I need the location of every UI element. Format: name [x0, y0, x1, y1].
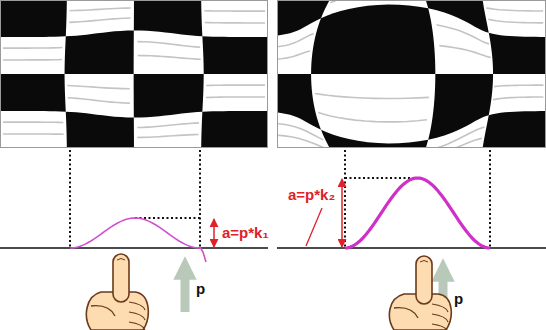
grid-stripe [67, 86, 129, 89]
black-square [201, 111, 268, 148]
grid-stripe [69, 18, 130, 22]
grid-stripe [277, 33, 314, 46]
guide-line [344, 150, 346, 247]
grid-stripe [3, 59, 62, 61]
force-label: p [196, 280, 205, 298]
grid-stripe [138, 42, 201, 48]
leader-line [306, 208, 322, 246]
grid-stripe [137, 134, 198, 137]
black-square [0, 0, 67, 37]
black-square [0, 74, 66, 112]
force-arrow [181, 268, 190, 312]
grid-stripe [277, 124, 323, 140]
grid-stripe [206, 96, 265, 98]
black-square [428, 74, 493, 140]
guide-line [345, 177, 418, 179]
grid-stripe [488, 19, 543, 23]
grid-stripe [493, 97, 543, 100]
grid-stripe [437, 25, 490, 44]
grid-stripe [425, 138, 482, 148]
deformation-curve [200, 247, 206, 262]
baseline [277, 247, 546, 249]
grid-stripe [278, 135, 329, 148]
black-square [482, 111, 546, 148]
grid-stripe [3, 133, 64, 135]
deformation-curve [70, 218, 200, 248]
guide-line [199, 150, 201, 247]
guide-line [135, 217, 200, 219]
grid-stripe [318, 112, 427, 121]
grid-stripe [138, 55, 201, 59]
force-label: p [454, 290, 463, 308]
grid-stripe [494, 85, 543, 86]
grid-stripe [3, 47, 63, 49]
grid-stripe [3, 121, 63, 123]
grid-stripe [70, 8, 131, 11]
grid-stripe [205, 22, 265, 24]
grid-stripe [315, 93, 429, 98]
grid-stripe [429, 127, 485, 148]
black-square [321, 130, 428, 148]
grid-stripe [439, 46, 490, 58]
grid-stripe [204, 10, 265, 12]
black-square [489, 33, 546, 74]
black-square [311, 5, 435, 74]
black-square [277, 74, 321, 130]
baseline [0, 247, 268, 249]
grid-stripe [206, 84, 265, 86]
black-square [65, 30, 134, 74]
amplitude-arrow [213, 219, 215, 247]
guide-line [69, 150, 71, 247]
grid-stripe [486, 8, 543, 11]
grid-stripe [68, 98, 130, 103]
hand-icon [86, 254, 148, 330]
black-square [134, 0, 203, 36]
black-square [134, 74, 204, 118]
hand-icon [389, 256, 451, 330]
amplitude-arrow [341, 179, 343, 247]
formula-label: a=p*k₂ [288, 186, 335, 204]
formula-label: a=p*k₁ [222, 224, 269, 242]
black-square [66, 112, 134, 148]
deformation-curve [345, 178, 490, 248]
checkerboard-image [210, 0, 546, 190]
guide-line [489, 150, 491, 247]
grid-stripe [137, 123, 199, 128]
grid-stripe [277, 51, 310, 59]
black-square [202, 36, 268, 74]
